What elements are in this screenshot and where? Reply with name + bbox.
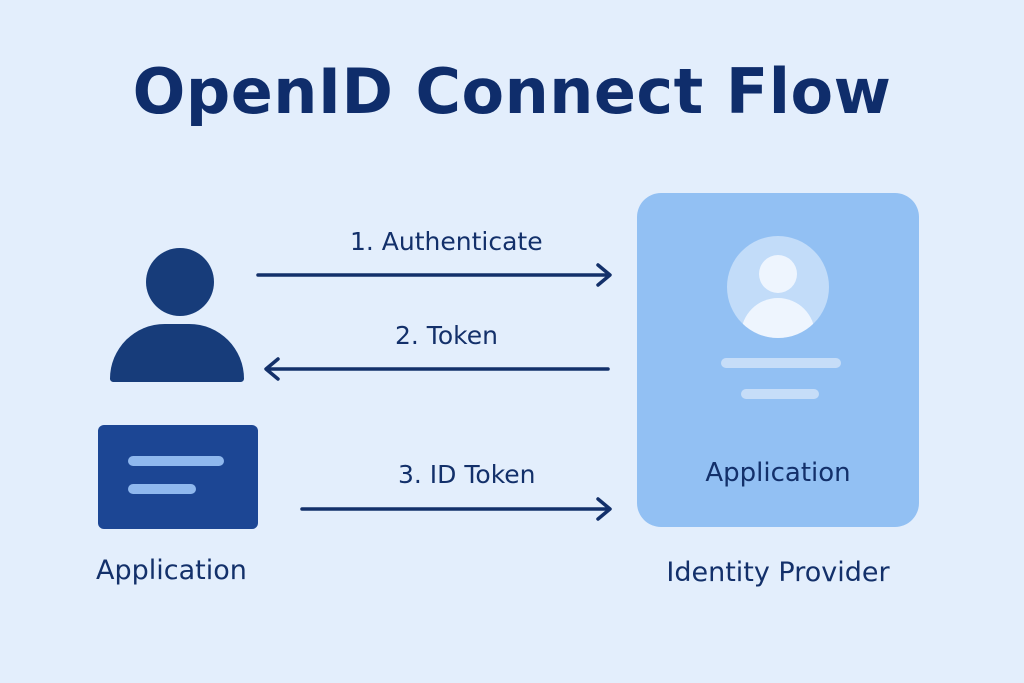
diagram-title: OpenID Connect Flow: [132, 55, 892, 128]
avatar-icon: [727, 236, 829, 338]
user-icon: [110, 248, 244, 382]
provider-placeholder-line-1: [721, 358, 841, 368]
step-2-label: 2. Token: [395, 321, 498, 350]
client-caption: Application: [96, 555, 247, 586]
user-head: [146, 248, 214, 316]
step-1-label: 1. Authenticate: [350, 227, 543, 256]
app-card-line-2: [128, 484, 196, 494]
avatar-body: [741, 298, 815, 338]
provider-caption: Identity Provider: [666, 557, 890, 588]
provider-card-label: Application: [705, 458, 851, 488]
user-body: [110, 324, 244, 382]
avatar-head: [759, 255, 797, 293]
provider-placeholder-line-2: [741, 389, 819, 399]
step-3-label: 3. ID Token: [398, 460, 536, 489]
identity-provider-card: Application: [637, 193, 919, 527]
app-window-icon: [98, 425, 258, 529]
app-card-line-1: [128, 456, 224, 466]
